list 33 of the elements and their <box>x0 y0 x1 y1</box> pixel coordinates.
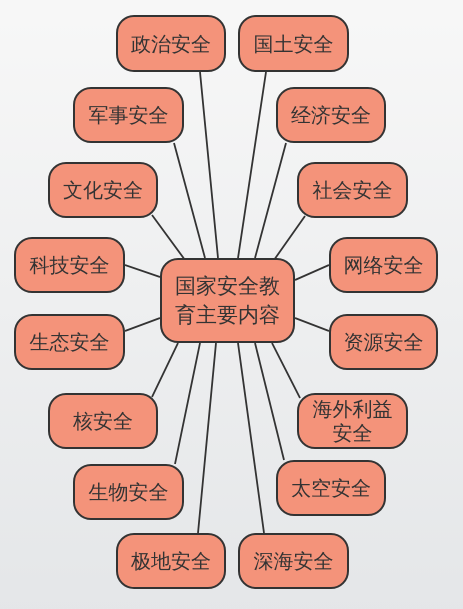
connector-line <box>237 72 267 258</box>
topic-box: 资源安全 <box>329 314 438 370</box>
connector-line <box>124 264 160 278</box>
connector-line <box>199 72 219 258</box>
topic-box: 生态安全 <box>14 314 125 370</box>
topic-box: 生物安全 <box>73 464 184 520</box>
topic-box: 文化安全 <box>48 162 158 218</box>
connector-line <box>151 214 186 261</box>
connector-line <box>254 142 287 258</box>
connector-line <box>237 342 265 534</box>
topic-box: 核安全 <box>48 393 158 449</box>
topic-box: 太空安全 <box>276 460 386 516</box>
topic-box: 深海安全 <box>238 533 349 589</box>
connector-line <box>254 342 285 460</box>
topic-box: 政治安全 <box>116 15 226 72</box>
connector-line <box>197 342 217 534</box>
topic-box: 经济安全 <box>276 87 386 143</box>
connector-line <box>294 317 330 332</box>
central-topic-box: 国家安全教育主要内容 <box>160 258 295 343</box>
topic-box: 科技安全 <box>14 237 125 293</box>
topic-box: 军事安全 <box>73 87 184 143</box>
connector-line <box>173 142 206 258</box>
connector-line <box>271 342 301 398</box>
topic-box: 网络安全 <box>329 237 438 293</box>
connector-line <box>294 264 330 281</box>
topic-box: 国土安全 <box>238 15 349 72</box>
topic-box: 海外利益安全 <box>297 393 408 449</box>
topic-box: 极地安全 <box>116 533 226 589</box>
connector-line <box>124 317 160 332</box>
topic-box: 社会安全 <box>297 162 408 218</box>
connector-line <box>273 215 306 261</box>
connector-line <box>174 342 201 464</box>
connector-line <box>151 342 179 398</box>
